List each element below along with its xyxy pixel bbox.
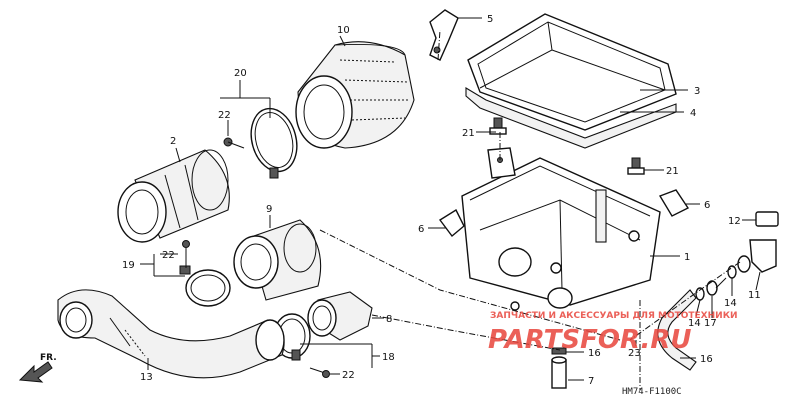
callout-7: 7 [588, 376, 594, 387]
callout-1: 1 [684, 252, 690, 263]
front-direction-arrow: FR. [18, 353, 57, 383]
air-cleaner-case [461, 147, 661, 311]
air-filter-element [295, 41, 415, 149]
diagram-code: HM74-F1100C [622, 387, 682, 397]
bracket-left [438, 208, 465, 238]
callout-23: 23 [628, 348, 641, 359]
connecting-tube-upper [117, 149, 230, 243]
callout-19: 19 [122, 260, 135, 271]
small-clamp-right [727, 265, 737, 279]
callout-2: 2 [170, 136, 176, 147]
callout-22-bottom: 22 [342, 370, 355, 381]
watermark-tagline: ЗАПЧАСТИ И АКСЕССУАРЫ ДЛЯ МОТОТЕХНИКИ [490, 311, 738, 321]
intake-boot [307, 291, 373, 341]
cap-part [755, 211, 779, 227]
band-clamp-lower [179, 265, 231, 307]
drain-elbow [737, 239, 777, 273]
leader-lines [140, 17, 761, 381]
bracket-right [658, 189, 690, 217]
screw-bottom [309, 367, 330, 378]
callout-21-right: 21 [666, 166, 679, 177]
front-direction-label: FR. [40, 353, 57, 363]
clip-part [429, 9, 459, 61]
callout-22-lower-left: 22 [162, 250, 175, 261]
callout-14-left: 14 [688, 318, 701, 329]
intake-duct [57, 289, 285, 379]
callouts: 10 5 20 3 4 22 2 21 21 9 6 6 12 22 19 1 … [122, 14, 761, 387]
callout-4: 4 [690, 108, 696, 119]
callout-14-right: 14 [724, 298, 737, 309]
watermark: ЗАПЧАСТИ И АКСЕССУАРЫ ДЛЯ МОТОТЕХНИКИ PA… [488, 311, 738, 355]
callout-5: 5 [487, 14, 493, 25]
screw-lower-left [182, 240, 190, 268]
callout-8: 8 [386, 314, 392, 325]
callout-17: 17 [704, 318, 717, 329]
callout-10: 10 [337, 25, 350, 36]
callout-16-right: 16 [700, 354, 713, 365]
callout-11: 11 [748, 290, 761, 301]
watermark-brand: PARTSFOR.RU [488, 325, 692, 355]
callout-22-upper: 22 [218, 110, 231, 121]
callout-18: 18 [382, 352, 395, 363]
band-clamp-upper [250, 107, 298, 179]
callout-21-left: 21 [462, 128, 475, 139]
screw-upper [223, 137, 245, 149]
callout-3: 3 [694, 86, 700, 97]
connecting-boot [233, 219, 322, 301]
callout-13: 13 [140, 372, 153, 383]
callout-6-right: 6 [704, 200, 710, 211]
drain-tube-right [657, 289, 697, 371]
watermark-brand-suffix: .RU [640, 325, 691, 355]
assembly-lines [319, 29, 741, 390]
callout-12: 12 [728, 216, 741, 227]
drain-plug [551, 356, 567, 389]
callout-6-left: 6 [418, 224, 424, 235]
callout-20: 20 [234, 68, 247, 79]
grommet-left [489, 117, 507, 135]
watermark-brand-main: PARTSFOR [488, 325, 640, 355]
callout-9: 9 [266, 204, 272, 215]
drain-clip [551, 347, 567, 355]
small-joint [706, 277, 727, 296]
grommet-right [627, 157, 645, 175]
callout-16-left: 16 [588, 348, 601, 359]
